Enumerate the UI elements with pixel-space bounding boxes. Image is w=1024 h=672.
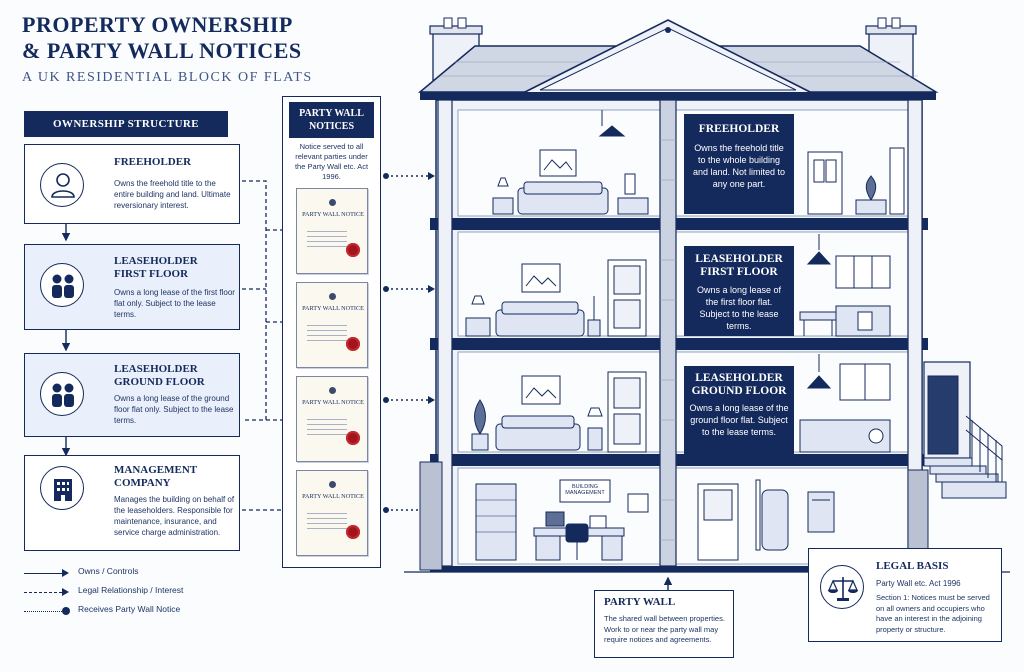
legend-solid-line (24, 573, 62, 574)
party-wall (659, 99, 677, 567)
building-label-description: Owns a long lease of the first floor fla… (696, 285, 782, 331)
page-title-line-2: & PARTY WALL NOTICES (22, 38, 302, 63)
notice-text-lines (307, 231, 347, 251)
owner-description: Owns a long lease of the ground floor fl… (114, 394, 234, 425)
wax-seal-icon (346, 431, 360, 445)
page-subtitle: A UK RESIDENTIAL BLOCK OF FLATS (22, 70, 313, 85)
first-floor-furniture (465, 259, 647, 337)
party-wall-callout-title: PARTY WALL (604, 596, 676, 608)
basement-office (475, 479, 649, 561)
crest-icon (329, 199, 336, 206)
legend-label: Owns / Controls (78, 566, 139, 576)
notice-card: PARTY WALL NOTICE (296, 282, 368, 368)
crest-icon (329, 481, 336, 488)
owner-description: Manages the building on behalf of the le… (114, 495, 235, 537)
legal-bracket-line (242, 180, 267, 421)
owner-card-management-company: MANAGEMENT COMPANY Manages the building … (24, 455, 240, 551)
crest-icon (329, 387, 336, 394)
legend-label: Legal Relationship / Interest (78, 585, 184, 595)
two-people-icon (40, 263, 84, 307)
owner-title: LEASEHOLDER GROUND FLOOR (114, 363, 205, 388)
legend-dashed-line (24, 592, 62, 593)
first-floor-right-furniture (799, 234, 891, 337)
ground-floor-furniture (471, 371, 647, 453)
notice-card-title: PARTY WALL NOTICE (302, 305, 364, 312)
entrance-steps (923, 457, 1007, 499)
building-label-title: LEASEHOLDER GROUND FLOOR (691, 372, 787, 397)
legend-label: Receives Party Wall Notice (78, 604, 181, 614)
legal-basis-act: Party Wall etc. Act 1996 (876, 579, 961, 588)
legend-dotted-line (24, 611, 62, 612)
party-wall-callout (594, 590, 734, 658)
party-wall-notices-header: PARTY WALL NOTICES (289, 102, 374, 138)
notice-card: PARTY WALL NOTICE (296, 376, 368, 462)
owner-description: Owns a long lease of the first floor fla… (114, 288, 235, 319)
party-wall-callout-description: The shared wall between properties. Work… (604, 614, 725, 644)
notice-text-lines (307, 325, 347, 345)
building-icon (40, 466, 84, 510)
scales-icon (820, 565, 864, 609)
owner-description: Owns the freehold title to the entire bu… (114, 179, 231, 210)
building-label-description: Owns the freehold title to the whole bui… (692, 143, 786, 189)
left-brick-base (419, 461, 443, 571)
wax-seal-icon (346, 337, 360, 351)
owner-card-leaseholder-first-floor: LEASEHOLDER FIRST FLOOR Owns a long leas… (24, 244, 240, 330)
owner-title: LEASEHOLDER FIRST FLOOR (114, 255, 198, 280)
top-floor-furniture (492, 110, 649, 215)
arrow-icon (62, 569, 69, 577)
notice-text-lines (307, 419, 347, 439)
notice-card-title: PARTY WALL NOTICE (302, 493, 364, 500)
wax-seal-icon (346, 243, 360, 257)
notice-card: PARTY WALL NOTICE (296, 470, 368, 556)
front-door (927, 375, 959, 455)
owner-title: MANAGEMENT COMPANY (114, 464, 197, 489)
owner-card-leaseholder-ground-floor: LEASEHOLDER GROUND FLOOR Owns a long lea… (24, 353, 240, 437)
owner-card-freeholder: FREEHOLDER Owns the freehold title to th… (24, 144, 240, 224)
legal-basis-title: LEGAL BASIS (876, 560, 949, 572)
ground-floor-right-furniture (799, 354, 891, 453)
top-floor-right-furniture (807, 147, 905, 215)
building-label-description: Owns a long lease of the ground floor fl… (689, 403, 789, 437)
party-wall-notices-description: Notice served to all relevant parties un… (294, 142, 369, 181)
railing (965, 415, 1003, 482)
notice-card: PARTY WALL NOTICE (296, 188, 368, 274)
dot-icon (62, 607, 70, 615)
notice-text-lines (307, 513, 347, 533)
owner-title: FREEHOLDER (114, 156, 192, 168)
ownership-structure-header: OWNERSHIP STRUCTURE (24, 111, 228, 137)
building-label-leaseholder-ground-floor: LEASEHOLDER GROUND FLOOR Owns a long lea… (684, 366, 794, 456)
wax-seal-icon (346, 525, 360, 539)
building-management-sign: BUILDING MANAGEMENT (565, 484, 605, 496)
basement-plant-room (697, 479, 835, 561)
building-label-title: LEASEHOLDER FIRST FLOOR (695, 253, 783, 278)
crest-icon (329, 293, 336, 300)
page-title-line-1: PROPERTY OWNERSHIP (22, 12, 293, 37)
legal-basis-description: Section 1: Notices must be served on all… (876, 593, 990, 634)
arrow-icon (62, 588, 69, 596)
notice-card-title: PARTY WALL NOTICE (302, 399, 364, 406)
building-label-leaseholder-first-floor: LEASEHOLDER FIRST FLOOR Owns a long leas… (684, 246, 794, 336)
person-icon (40, 163, 84, 207)
two-people-icon (40, 372, 84, 416)
building-label-title: FREEHOLDER (698, 123, 780, 135)
notice-card-title: PARTY WALL NOTICE (302, 211, 364, 218)
building-label-freeholder: FREEHOLDER Owns the freehold title to th… (684, 114, 794, 214)
